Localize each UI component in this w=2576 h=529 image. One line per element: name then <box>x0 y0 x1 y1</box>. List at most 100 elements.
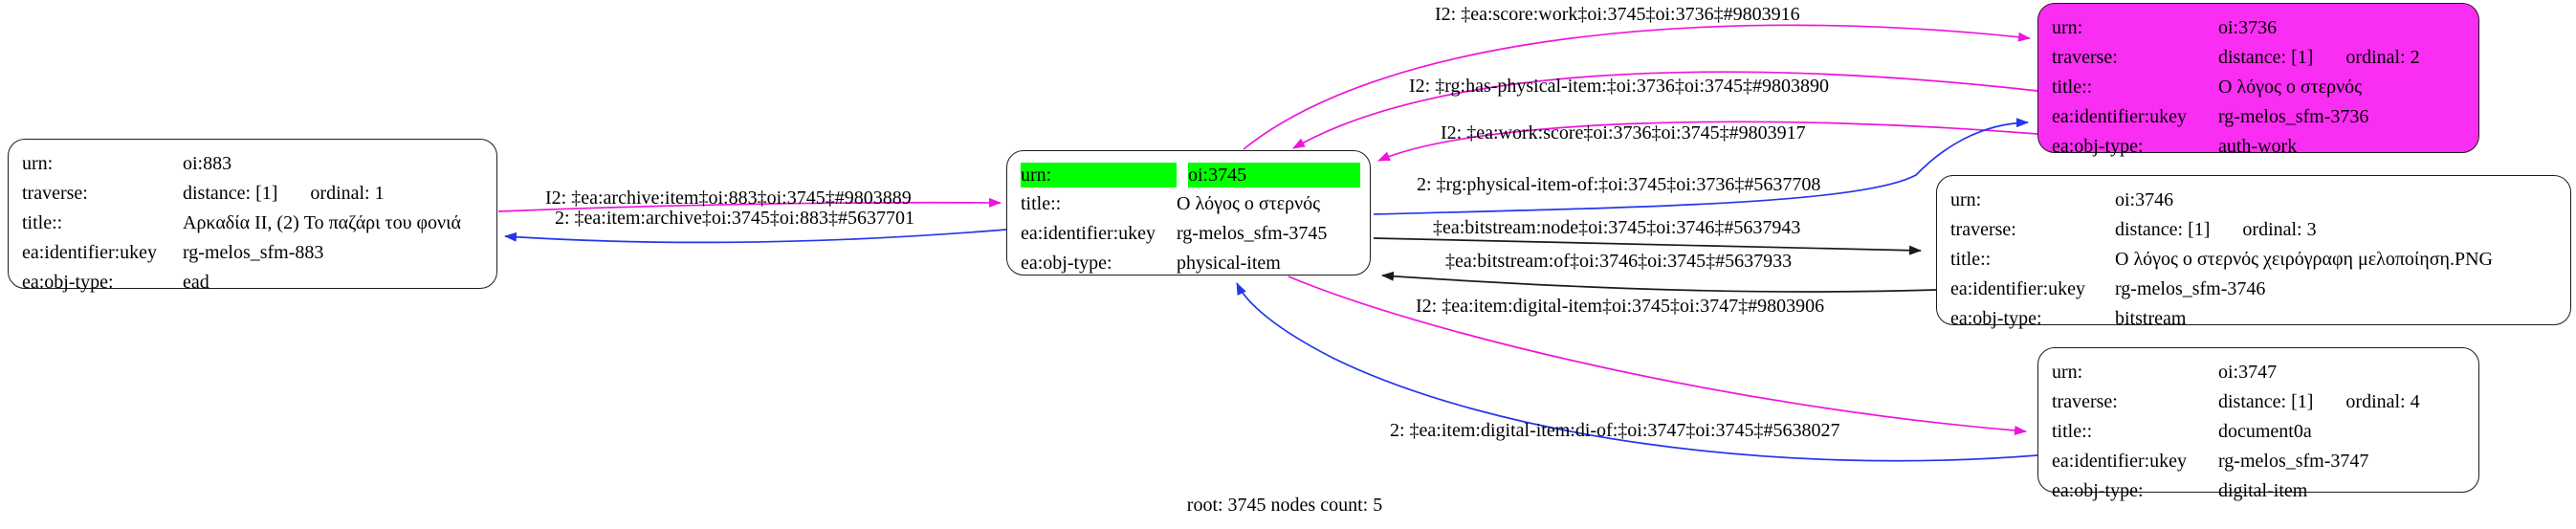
field-value: digital-item <box>2218 480 2308 501</box>
node-row: urn: oi:3736 <box>2052 13 2469 43</box>
field-value: oi:883 <box>183 153 232 174</box>
field-label: ea:identifier:ukey <box>2052 451 2188 472</box>
edge-ea-work-score <box>1377 121 2038 162</box>
field-label: ea:obj-type: <box>1950 308 2042 329</box>
field-value: rg-melos_sfm-3746 <box>2115 278 2266 299</box>
edge-ea-score-work <box>1243 24 2031 150</box>
edge-label-ea-item-digital-item: I2: ‡ea:item:digital-item‡oi:3745‡oi:374… <box>1416 296 1825 317</box>
edge-ea-item-digital-item-di-of <box>1236 282 2038 462</box>
ordinal-value: ordinal: 2 <box>2345 47 2420 68</box>
field-label: title:: <box>2052 77 2093 98</box>
edge-label-rg-has-physical-item: I2: ‡rg:has-physical-item:‡oi:3736‡oi:37… <box>1409 76 1830 97</box>
node-row: traverse: distance: [1]ordinal: 3 <box>1950 215 2561 245</box>
edge-label-rg-physical-item-of: 2: ‡rg:physical-item-of:‡oi:3745‡oi:3736… <box>1417 174 1821 195</box>
edge-label-ea-work-score: I2: ‡ea:work:score‡oi:3736‡oi:3745‡#9803… <box>1441 122 1806 143</box>
field-value: Ο λόγος ο στερνός <box>1177 193 1321 214</box>
ordinal-value: ordinal: 1 <box>310 183 385 204</box>
node-row: title::Ο λόγος ο στερνός <box>2052 73 2469 102</box>
node-row: ea:identifier:ukey rg-melos_sfm-3736 <box>2052 102 2469 132</box>
node-row: ea:identifier:ukey rg-melos_sfm-3747 <box>2052 447 2469 476</box>
edge-rg-has-physical-item <box>1292 71 2038 149</box>
graph-caption: root: 3745 nodes count: 5 <box>1186 495 1383 516</box>
node-oi-3747: urn: oi:3747 traverse: distance: [1]ordina… <box>2037 347 2479 501</box>
field-value: rg-melos_sfm-3747 <box>2218 451 2369 472</box>
ordinal-value: ordinal: 4 <box>2345 391 2420 412</box>
field-label: ea:obj-type: <box>22 272 114 293</box>
field-value: auth-work <box>2218 136 2298 157</box>
edge-ea-bitstream-node <box>1373 237 1922 255</box>
field-label: ea:obj-type: <box>2052 136 2144 157</box>
field-value: rg-melos_sfm-883 <box>183 242 324 263</box>
node-row: title::Ο λόγος ο στερνός χειρόγραφη μελο… <box>1950 245 2561 275</box>
edge-label-ea-score-work: I2: ‡ea:score:work‡oi:3745‡oi:3736‡#9803… <box>1435 4 1800 25</box>
edge-label-ea-bitstream-of: ‡ea:bitstream:of‡oi:3746‡oi:3745‡#563793… <box>1445 251 1793 272</box>
field-value: oi:3747 <box>2218 362 2278 383</box>
node-row: ea:obj-type: digital-item <box>2052 476 2469 506</box>
field-label: ea:obj-type: <box>2052 480 2144 501</box>
node-row: ea:obj-type: ead <box>22 268 487 298</box>
field-value: document0a <box>2218 421 2312 442</box>
field-label: traverse: <box>1950 219 2016 240</box>
field-label: ea:identifier:ukey <box>2052 106 2188 127</box>
edge-ea-bitstream-of <box>1381 271 1937 293</box>
field-label: ea:identifier:ukey <box>22 242 158 263</box>
field-label: urn: <box>2052 362 2083 383</box>
node-row: ea:identifier:ukey rg-melos_sfm-883 <box>22 238 487 268</box>
node-row: traverse: distance: [1]ordinal: 2 <box>2052 43 2469 73</box>
field-label: ea:obj-type: <box>1021 253 1112 274</box>
field-value: distance: [1]ordinal: 4 <box>2218 391 2420 412</box>
edge-label-ea-item-archive: 2: ‡ea:item:archive‡oi:3745‡oi:883‡#5637… <box>555 208 915 229</box>
field-value: rg-melos_sfm-3745 <box>1177 223 1328 244</box>
field-value: Ο λόγος ο στερνός <box>2218 77 2363 98</box>
node-row: ea:obj-type: auth-work <box>2052 132 2469 162</box>
field-value: distance: [1]ordinal: 1 <box>183 183 385 204</box>
field-label: urn: <box>1950 189 1982 210</box>
edge-ea-archive-item <box>497 197 1002 212</box>
node-row: urn: oi:3746 <box>1950 186 2561 215</box>
node-oi-883: urn: oi:883 traverse: distance: [1]ordinal… <box>8 139 497 293</box>
node-row: title::document0a <box>2052 417 2469 447</box>
field-label: title:: <box>1021 193 1062 214</box>
node-oi-3736: urn: oi:3736 traverse: distance: [1]ordina… <box>2037 3 2479 157</box>
node-row: title::Ο λόγος ο στερνός <box>1021 189 1360 219</box>
field-label: title:: <box>2052 421 2093 442</box>
field-label: ea:identifier:ukey <box>1950 278 2086 299</box>
node-row: ea:obj-type: physical-item <box>1021 249 1360 278</box>
node-oi-3746: urn: oi:3746 traverse: distance: [1]ordina… <box>1936 175 2571 329</box>
node-row: title::Αρκαδία II, (2) Το παζάρι του φον… <box>22 209 487 238</box>
field-label: title:: <box>1950 249 1992 270</box>
field-value: distance: [1]ordinal: 2 <box>2218 47 2420 68</box>
field-value: rg-melos_sfm-3736 <box>2218 106 2369 127</box>
field-label: traverse: <box>22 183 88 204</box>
edge-ea-item-digital-item <box>1288 276 2027 436</box>
field-label: traverse: <box>2052 391 2118 412</box>
field-label: ea:identifier:ukey <box>1021 223 1156 244</box>
field-value: Αρκαδία II, (2) Το παζάρι του φονιά <box>183 212 461 233</box>
field-value: physical-item <box>1177 253 1281 274</box>
field-value: bitstream <box>2115 308 2187 329</box>
field-value-highlight: oi:3745 <box>1188 162 1360 187</box>
node-row: urn: oi:3747 <box>2052 358 2469 387</box>
edge-label-ea-bitstream-node: ‡ea:bitstream:node‡oi:3745‡oi:3746‡#5637… <box>1433 217 1801 238</box>
edge-label-ea-item-digital-item-di-of: 2: ‡ea:item:digital-item:di-of:‡oi:3747‡… <box>1390 420 1840 441</box>
node-row: traverse: distance: [1]ordinal: 4 <box>2052 387 2469 417</box>
field-label: urn: <box>2052 17 2083 38</box>
field-value: oi:3736 <box>2218 17 2278 38</box>
field-value: distance: [1]ordinal: 3 <box>2115 219 2317 240</box>
node-row: ea:identifier:ukey rg-melos_sfm-3746 <box>1950 275 2561 304</box>
field-value: oi:3746 <box>2115 189 2174 210</box>
node-row: ea:obj-type: bitstream <box>1950 304 2561 334</box>
edge-rg-physical-item-of <box>1373 118 2029 215</box>
field-label-highlight: urn: <box>1021 162 1177 187</box>
field-label: title:: <box>22 212 63 233</box>
ordinal-value: ordinal: 3 <box>2242 219 2317 240</box>
field-value: ead <box>183 272 209 293</box>
field-label: urn: <box>22 153 54 174</box>
field-value: Ο λόγος ο στερνός χειρόγραφη μελοποίηση.… <box>2115 249 2493 270</box>
node-row-highlighted: urn: oi:3745 <box>1021 160 1360 189</box>
field-label: traverse: <box>2052 47 2118 68</box>
node-row: ea:identifier:ukey rg-melos_sfm-3745 <box>1021 219 1360 249</box>
node-oi-3745-root: urn: oi:3745 title::Ο λόγος ο στερνός ea:… <box>1006 150 1371 276</box>
